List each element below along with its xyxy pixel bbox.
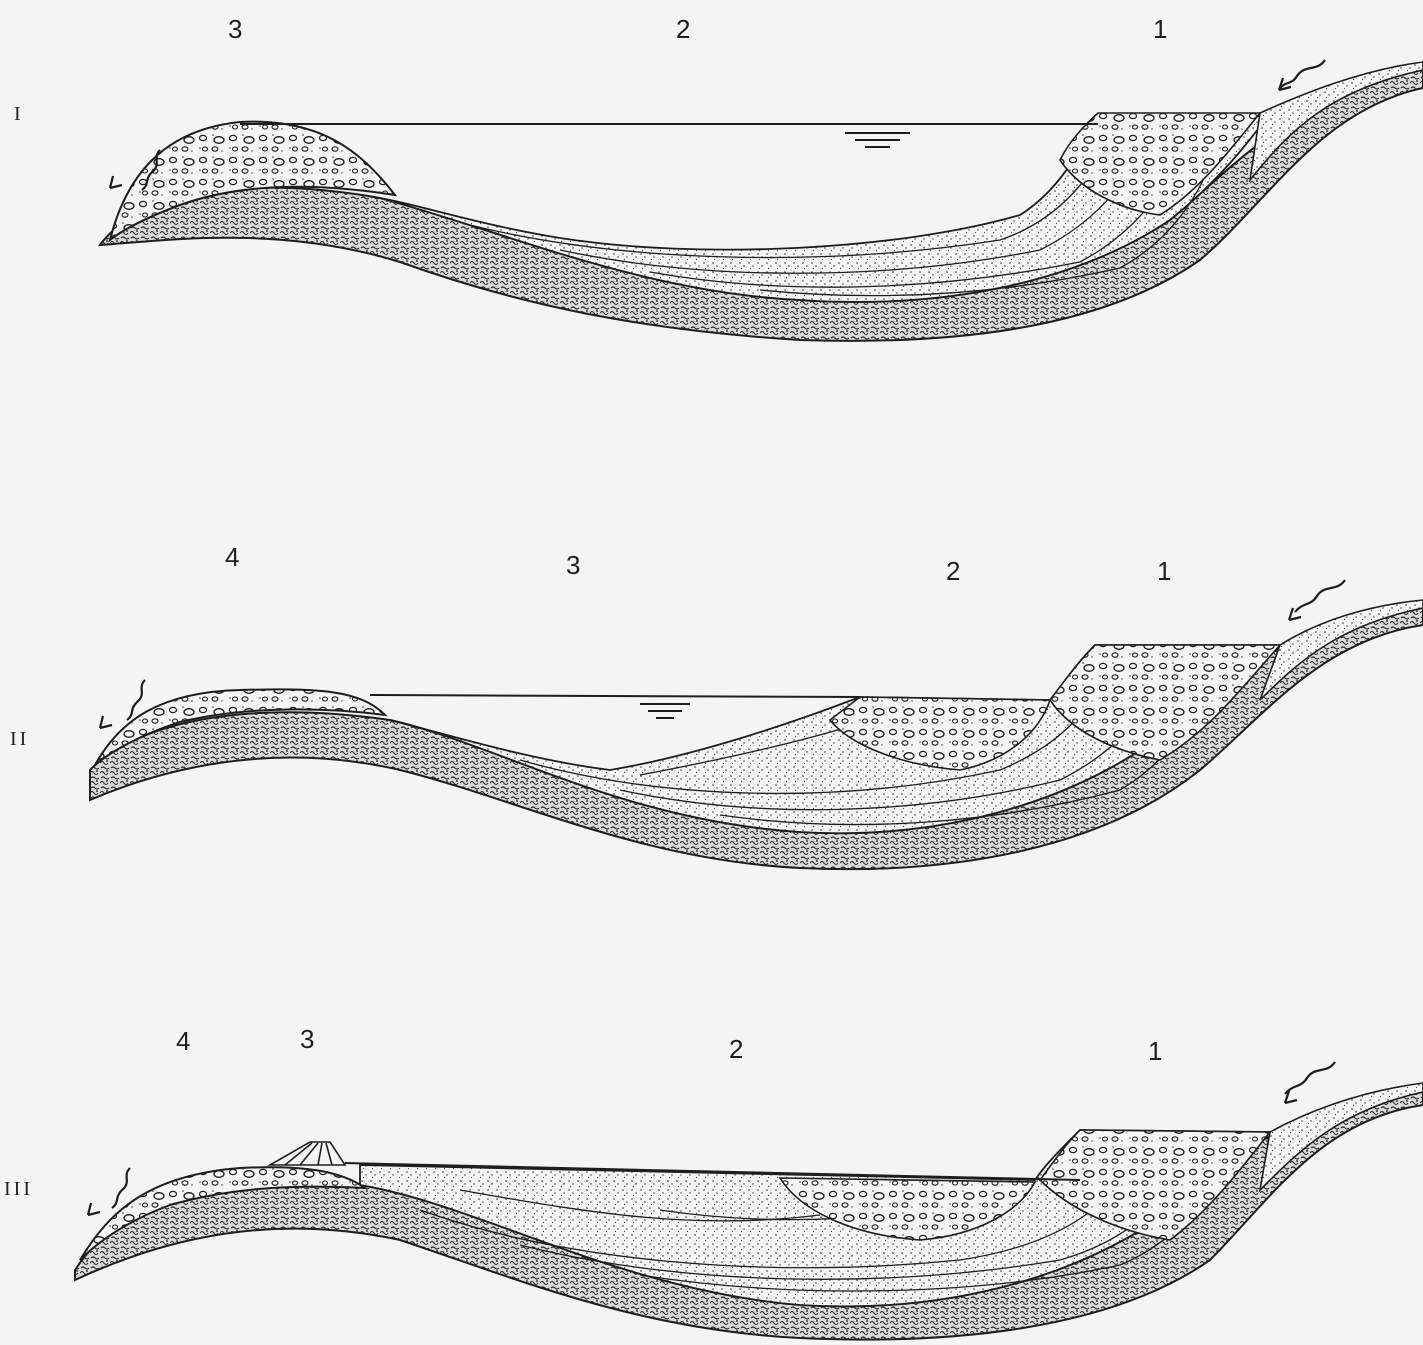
zone-label: 4 <box>225 542 239 572</box>
panel-numeral: III <box>4 1178 33 1200</box>
dune-peak <box>270 1142 345 1165</box>
zone-label: 3 <box>566 550 580 580</box>
zone-label: 4 <box>176 1026 190 1056</box>
bedrock-layer <box>100 68 1423 341</box>
panel-numeral: I <box>14 103 24 125</box>
zone-label: 1 <box>1157 556 1171 586</box>
panel-ii: II 4 3 2 1 <box>10 542 1423 869</box>
panel-numeral: II <box>10 728 29 750</box>
zone-label: 1 <box>1153 14 1167 44</box>
panel-i: I 3 2 1 <box>14 14 1423 341</box>
zone-label: 2 <box>676 14 690 44</box>
wavy-arrow-icon <box>1279 60 1325 90</box>
wavy-arrow-icon <box>1285 1062 1335 1103</box>
zone-label: 2 <box>946 556 960 586</box>
zone-label: 3 <box>228 14 242 44</box>
water-surface <box>370 695 860 697</box>
panel-iii: III 4 3 2 1 <box>4 1024 1423 1340</box>
water-level-symbol <box>640 704 690 718</box>
water-level-symbol <box>845 133 910 147</box>
wavy-arrow-icon <box>1289 580 1345 620</box>
zone-label: 1 <box>1148 1036 1162 1066</box>
zone-label: 2 <box>729 1034 743 1064</box>
zone-label: 3 <box>300 1024 314 1054</box>
